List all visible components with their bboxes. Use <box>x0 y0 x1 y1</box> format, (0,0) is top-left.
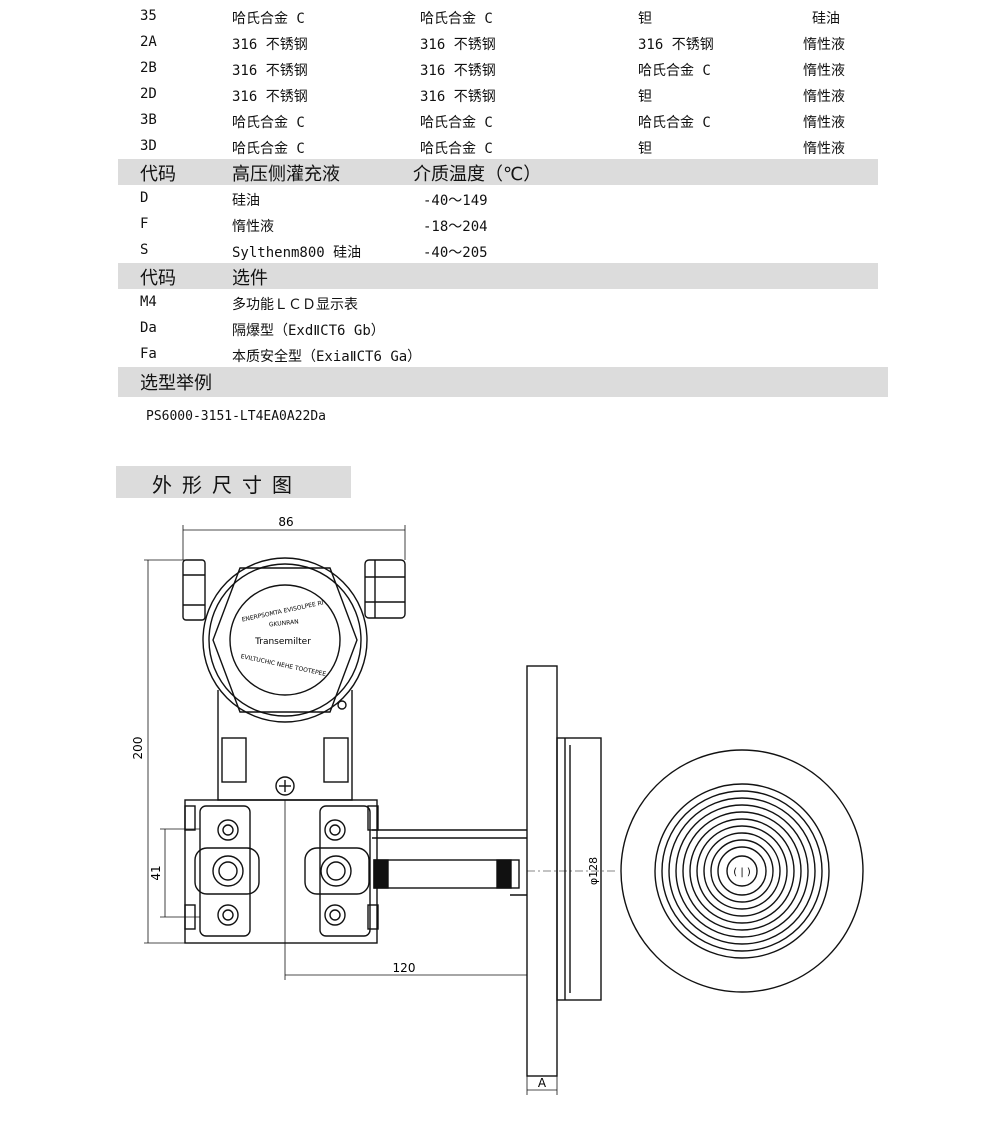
cell: 钽 <box>638 141 652 157</box>
code-cell: 2A <box>140 34 157 50</box>
cell: 哈氏合金 C <box>232 115 305 131</box>
example-header: 选型举例 <box>118 367 888 397</box>
transmitter-label: Transemilter <box>254 637 311 647</box>
table-row: 3D 哈氏合金 C 哈氏合金 C 钽 惰性液 <box>140 134 880 160</box>
code-cell: F <box>140 216 149 232</box>
example-title: 选型举例 <box>140 373 212 394</box>
cell: 惰性液 <box>803 37 845 53</box>
cell: 钽 <box>638 11 652 27</box>
table-row: Da 隔爆型（ExdⅡCT6 Gb） <box>140 316 880 342</box>
cell: 硅油 <box>812 11 840 27</box>
code-cell: S <box>140 242 149 258</box>
cell: 316 不锈钢 <box>232 37 308 53</box>
cell: 哈氏合金 C <box>232 141 305 157</box>
cell: Sylthenm800 硅油 <box>232 245 362 261</box>
dim-width-label: 86 <box>278 515 293 529</box>
housing-ring-text-bottom: EVILTUCHIC NEHE TOOTEPEE <box>240 653 327 678</box>
table-row: Fa 本质安全型（ExiaⅡCT6 Ga） <box>140 342 880 368</box>
cell: -40～149 <box>423 193 488 209</box>
cell: 哈氏合金 C <box>420 115 493 131</box>
code-cell: M4 <box>140 294 157 310</box>
header-code: 代码 <box>140 268 176 289</box>
code-cell: 2B <box>140 60 157 76</box>
table-row: 2B 316 不锈钢 316 不锈钢 哈氏合金 C 惰性液 <box>140 56 880 82</box>
diaphragm-center-mark: ( | ) <box>733 867 751 878</box>
cell: 钽 <box>638 89 652 105</box>
cell: 哈氏合金 C <box>638 115 711 131</box>
table-row: M4 多功能ＬＣＤ显示表 <box>140 290 880 316</box>
housing-brand-text: GKUNRAN <box>269 618 299 628</box>
code-cell: 2D <box>140 86 157 102</box>
cell: 哈氏合金 C <box>420 11 493 27</box>
cell: 哈氏合金 C <box>420 141 493 157</box>
dim-height-label: 200 <box>131 737 145 760</box>
table-row: 3B 哈氏合金 C 哈氏合金 C 哈氏合金 C 惰性液 <box>140 108 880 134</box>
table-row: D 硅油 -40～149 <box>140 186 880 212</box>
table-row: S Sylthenm800 硅油 -40～205 <box>140 238 880 264</box>
table-row: 2A 316 不锈钢 316 不锈钢 316 不锈钢 惰性液 <box>140 30 880 56</box>
cell: 惰性液 <box>803 115 845 131</box>
code-cell: Fa <box>140 346 157 362</box>
code-cell: D <box>140 190 149 206</box>
example-code: PS6000-3151-LT4EA0A22Da <box>146 409 327 424</box>
cell: 哈氏合金 C <box>232 11 305 27</box>
cell: 隔爆型（ExdⅡCT6 Gb） <box>232 323 385 339</box>
cell: 惰性液 <box>803 63 845 79</box>
dim-diameter-label: φ128 <box>587 857 600 885</box>
cell: 惰性液 <box>232 219 274 235</box>
table-row: 35 哈氏合金 C 哈氏合金 C 钽 硅油 <box>140 4 880 30</box>
header-fill-name: 高压侧灌充液 <box>232 164 340 185</box>
code-cell: 3B <box>140 112 157 128</box>
cell: 硅油 <box>232 193 260 209</box>
dim-120-label: 120 <box>393 961 416 975</box>
cell: 316 不锈钢 <box>420 37 496 53</box>
dim-41-label: 41 <box>149 865 163 880</box>
cell: 本质安全型（ExiaⅡCT6 Ga） <box>232 349 422 365</box>
dim-a-label: A <box>538 1076 547 1090</box>
cell: 316 不锈钢 <box>420 89 496 105</box>
cell: 316 不锈钢 <box>420 63 496 79</box>
header-temperature: 介质温度（℃） <box>413 164 542 185</box>
options-header: 代码 选件 <box>118 263 878 289</box>
cell: 惰性液 <box>803 141 845 157</box>
code-cell: 35 <box>140 8 157 24</box>
header-option: 选件 <box>232 268 268 289</box>
cell: 316 不锈钢 <box>638 37 714 53</box>
table-row: 2D 316 不锈钢 316 不锈钢 钽 惰性液 <box>140 82 880 108</box>
cell: 多功能ＬＣＤ显示表 <box>232 297 358 313</box>
cell: 惰性液 <box>803 89 845 105</box>
header-code: 代码 <box>140 164 176 185</box>
dimension-title: 外形尺寸图 <box>116 466 351 498</box>
table-row: F 惰性液 -18～204 <box>140 212 880 238</box>
fill-fluid-header: 代码 高压侧灌充液 介质温度（℃） <box>118 159 878 185</box>
cell: 哈氏合金 C <box>638 63 711 79</box>
cell: -18～204 <box>423 219 488 235</box>
code-cell: 3D <box>140 138 157 154</box>
code-cell: Da <box>140 320 157 336</box>
cell: 316 不锈钢 <box>232 63 308 79</box>
cell: 316 不锈钢 <box>232 89 308 105</box>
dimension-title-text: 外形尺寸图 <box>152 473 302 497</box>
cell: -40～205 <box>423 245 488 261</box>
